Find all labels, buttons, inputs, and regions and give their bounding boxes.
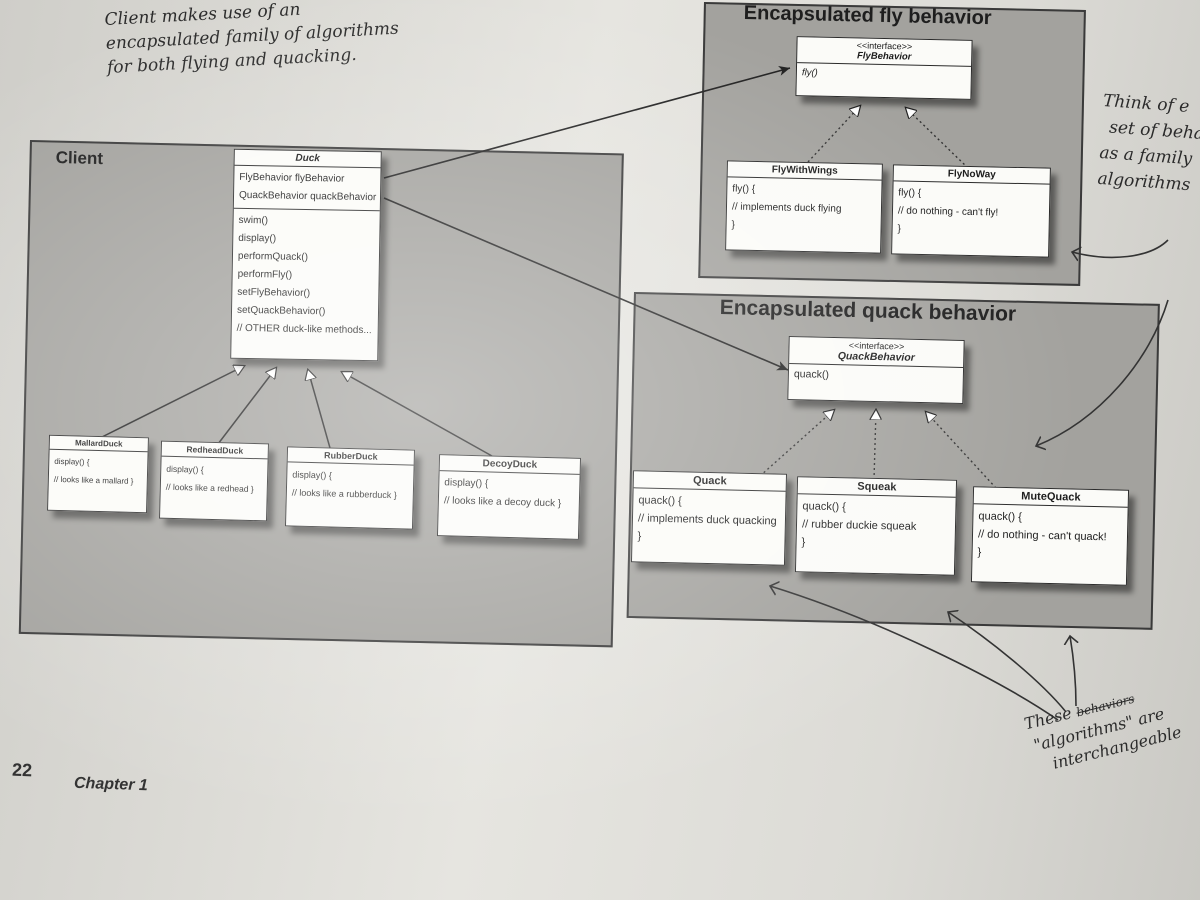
- decoy-inheritance-line: [342, 372, 493, 457]
- mallard-duck-body: display() { // looks like a mallard }: [49, 450, 148, 495]
- quack-body: quack() { // implements duck quacking }: [632, 488, 785, 551]
- flynoway-realization-line: [906, 108, 969, 169]
- mutequack-realization-line: [926, 412, 997, 489]
- code-line: // looks like a rubberduck }: [291, 487, 398, 501]
- pen-arrow-to-mutequack-class: [1070, 636, 1076, 707]
- duck-method: // OTHER duck-like methods...: [236, 322, 372, 337]
- redhead-inheritance-line: [217, 368, 276, 445]
- flywithwings-realization-line: [807, 106, 860, 163]
- fly-behavior-header: <<interface>> FlyBehavior: [797, 37, 972, 67]
- pen-arrow-to-squeak-class: [948, 612, 1067, 713]
- squeak-realization-line: [874, 410, 876, 481]
- rubber-duck-class-box: RubberDuck display() { // looks like a r…: [284, 446, 416, 530]
- quack-behavior-methods: quack(): [789, 364, 963, 388]
- duck-method: performQuack(): [237, 250, 309, 264]
- family-of-algorithms-annotation: Think of e set of beha as a family algor…: [1097, 88, 1200, 199]
- duck-method: swim(): [238, 214, 269, 227]
- interface-method: fly(): [801, 67, 818, 79]
- code-line: // implements duck quacking: [637, 512, 777, 528]
- mute-quack-body: quack() { // do nothing - can't quack! }: [972, 504, 1127, 567]
- duck-class-name: Duck: [295, 152, 320, 165]
- mallard-duck-class-box: MallardDuck display() { // looks like a …: [47, 434, 149, 514]
- code-line: }: [977, 546, 982, 559]
- code-line: // looks like a redhead }: [165, 481, 254, 495]
- code-line: display() {: [54, 456, 90, 467]
- quack-class-box: Quack quack() { // implements duck quack…: [630, 470, 788, 566]
- code-line: // do nothing - can't quack!: [977, 528, 1107, 544]
- chapter-label: Chapter 1: [73, 774, 149, 795]
- fly-with-wings-class-box: FlyWithWings fly() { // implements duck …: [725, 160, 883, 254]
- fly-behavior-methods: fly(): [797, 63, 971, 87]
- squeak-body: quack() { // rubber duckie squeak }: [796, 494, 955, 558]
- decoy-duck-body: display() { // looks like a decoy duck }: [439, 471, 580, 517]
- fly-with-wings-body: fly() { // implements duck flying }: [726, 177, 881, 240]
- quack-realization-line: [759, 410, 834, 477]
- duck-field: FlyBehavior flyBehavior: [239, 171, 345, 185]
- fly-behavior-name: FlyBehavior: [856, 50, 912, 63]
- code-line: }: [897, 223, 902, 235]
- duck-fields: FlyBehavior flyBehavior QuackBehavior qu…: [233, 165, 381, 212]
- fly-no-way-class-box: FlyNoWay fly() { // do nothing - can't f…: [891, 164, 1051, 258]
- duck-method: setQuackBehavior(): [236, 304, 326, 318]
- quack-association-arrow: [383, 197, 789, 371]
- duck-method: setFlyBehavior(): [237, 286, 311, 300]
- page-number: 22: [11, 759, 33, 781]
- code-line: // looks like a decoy duck }: [443, 495, 562, 510]
- mute-quack-class-box: MuteQuack quack() { // do nothing - can'…: [970, 486, 1130, 586]
- code-line: // rubber duckie squeak: [801, 518, 917, 533]
- quack-behavior-name: QuackBehavior: [837, 350, 915, 364]
- quack-behavior-interface-box: <<interface>> QuackBehavior quack(): [787, 336, 965, 404]
- squeak-class-box: Squeak quack() { // rubber duckie squeak…: [794, 476, 958, 576]
- interface-method: quack(): [793, 368, 830, 381]
- pen-arrow-to-fly-panel: [1072, 239, 1169, 257]
- redhead-duck-body: display() { // looks like a redhead }: [161, 457, 268, 502]
- duck-methods: swim() display() performQuack() performF…: [231, 209, 379, 344]
- fly-behavior-interface-box: <<interface>> FlyBehavior fly(): [795, 36, 973, 100]
- duck-method: display(): [238, 232, 277, 245]
- duck-field: QuackBehavior quackBehavior: [238, 189, 377, 204]
- rubber-inheritance-line: [308, 370, 331, 449]
- code-line: }: [637, 530, 642, 543]
- code-line: }: [801, 536, 806, 549]
- code-line: // do nothing - can't fly!: [897, 205, 999, 219]
- quack-behavior-header: <<interface>> QuackBehavior: [789, 337, 964, 368]
- pen-arrow-to-quack-class: [770, 586, 1059, 721]
- redhead-duck-class-box: RedheadDuck display() { // looks like a …: [158, 440, 270, 522]
- pen-arrow-to-quack-panel: [1036, 299, 1169, 446]
- rubber-duck-body: display() { // looks like a rubberduck }: [287, 462, 414, 507]
- code-line: // implements duck flying: [731, 201, 842, 215]
- fly-no-way-body: fly() { // do nothing - can't fly! }: [892, 181, 1049, 244]
- code-line: // looks like a mallard }: [53, 474, 134, 486]
- mallard-inheritance-line: [99, 366, 244, 439]
- decoy-duck-class-box: DecoyDuck display() { // looks like a de…: [436, 454, 582, 540]
- fly-association-arrow: [383, 66, 791, 179]
- code-line: }: [731, 219, 736, 231]
- duck-method: performFly(): [237, 268, 293, 281]
- duck-class-box: Duck FlyBehavior flyBehavior QuackBehavi…: [230, 148, 382, 362]
